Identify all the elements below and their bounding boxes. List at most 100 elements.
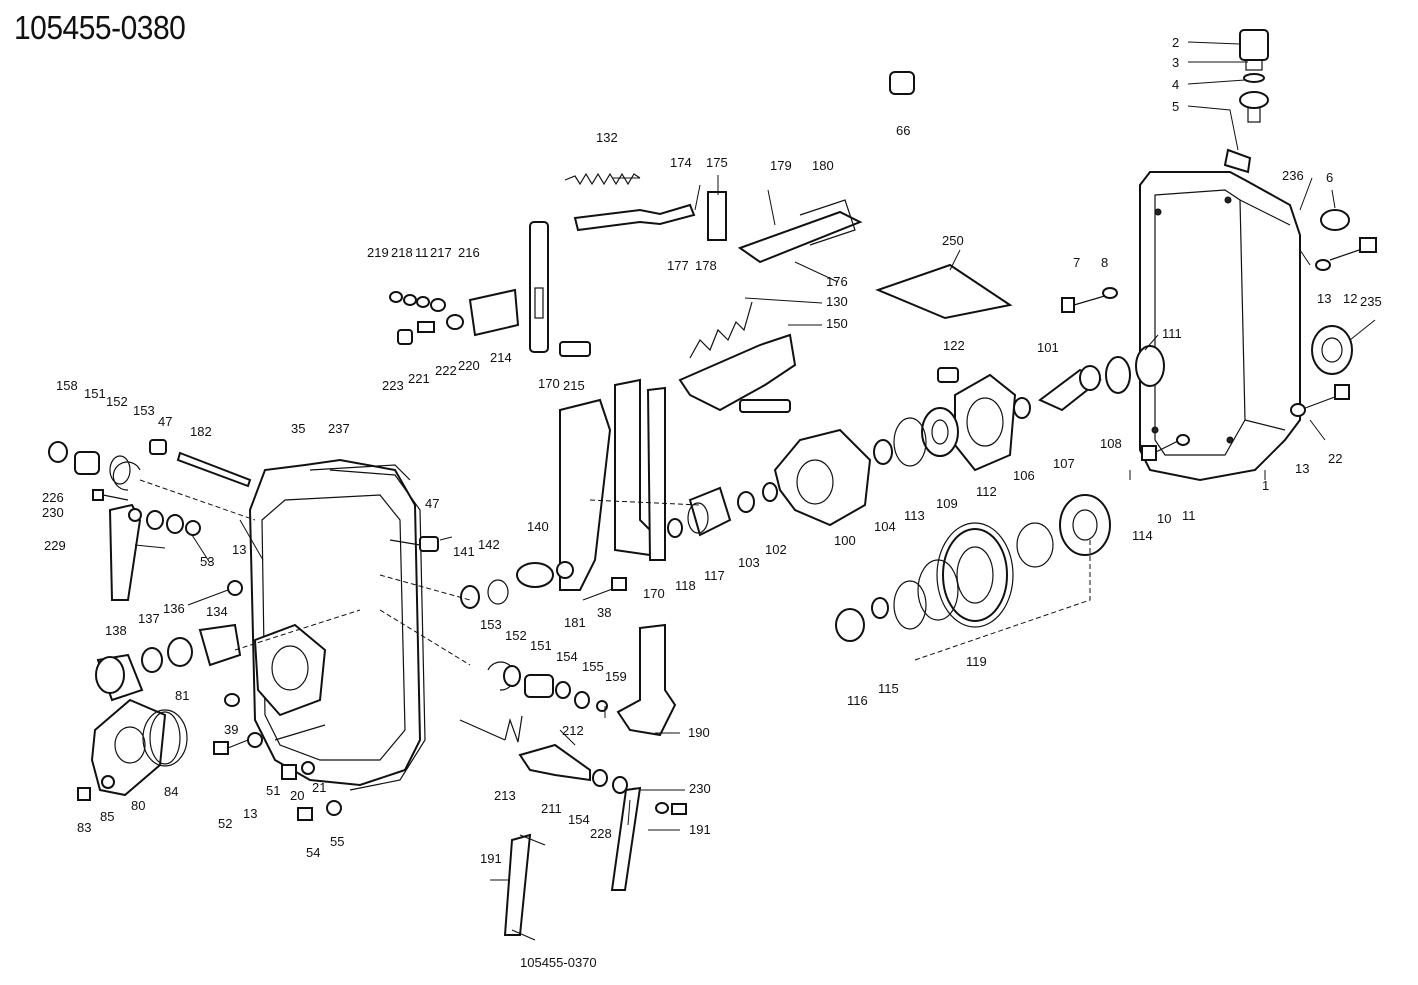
callout: 13 [1317,291,1331,306]
callout: 216 [458,245,480,260]
callout: 211 [541,801,562,816]
callout: 176 [826,274,848,289]
callout: 113 [904,508,925,523]
callout: 174 [670,155,692,170]
callout: 136 [163,601,185,616]
timer-parts-114 [1016,494,1111,568]
callout: 11 [415,245,429,260]
callout: 47 [158,414,172,429]
lever-229 [108,503,142,601]
screw-179-180 [737,199,863,264]
lever-190 [616,623,677,737]
callout: 13 [243,806,257,821]
callout: 151 [530,638,552,653]
callout: 7 [1073,255,1080,270]
callout: 151 [84,386,106,401]
callout: 8 [1101,255,1108,270]
block-214 [468,288,520,337]
bolt-122 [937,367,959,383]
callout: 84 [164,784,178,799]
callout: 66 [896,123,910,138]
callout: 137 [138,611,160,626]
arm-170-upper [529,221,549,353]
shaft-107 [1038,365,1102,412]
callout: 80 [131,798,145,813]
callout: 102 [765,542,787,557]
collar-103-102 [737,482,778,513]
lever-191-right [610,786,687,891]
plug-stack-151-159 [487,661,608,712]
callout: 170 [538,376,560,391]
callout: 3 [1172,55,1179,70]
callout: 130 [826,294,848,309]
callout: 178 [695,258,717,273]
callout: 230 [42,505,64,520]
timer-gear-119 [936,522,1014,628]
callout: 132 [596,130,618,145]
callout: 107 [1053,456,1075,471]
bolts-226-230 [92,489,201,536]
callout: 1 [1262,478,1269,493]
guide-line-governor [139,479,471,666]
bolt-10 [1141,434,1190,461]
washer-118 [667,518,683,538]
callout: 11 [1182,508,1196,523]
spring-140 [516,561,574,588]
callout: 13 [232,542,246,557]
callout: 229 [44,538,66,553]
callout: 236 [1282,168,1304,183]
cover-250 [875,263,1013,320]
callout: 5 [1172,99,1179,114]
spring-130 [689,301,753,359]
callout: 221 [408,371,430,386]
callout: 138 [105,623,127,638]
callout: 21 [312,780,326,795]
guide-line-timer [914,540,1091,661]
callout: 154 [568,812,590,827]
callout: 38 [597,605,611,620]
callout: 177 [667,258,689,273]
callout: 12 [1343,291,1357,306]
plug-66 [889,71,915,95]
callout: 83 [77,820,91,835]
callout: 223 [382,378,404,393]
washer-141-142 [460,579,509,609]
callout: 222 [435,363,457,378]
nut-116-115 [835,597,889,642]
callout: 212 [562,723,584,738]
callout: 115 [878,681,899,696]
callout: 111 [1162,326,1182,341]
callout: 228 [590,826,612,841]
shaft-211-213 [459,715,591,782]
callout: 22 [1328,451,1342,466]
callout: 217 [430,245,452,260]
bolts-83-85 [77,775,115,801]
spring-132 [564,172,641,186]
callout: 103 [738,555,760,570]
ring-113 [893,417,927,467]
ring-84 [142,709,188,767]
bolt-7-8 [1061,287,1118,313]
callout: 39 [224,722,238,737]
callout: 182 [190,424,212,439]
bearing-109 [921,407,959,457]
screw-47 [389,536,439,552]
callout: 250 [942,233,964,248]
governor-weights-100 [773,428,872,527]
washer-106 [1013,397,1031,419]
callout: 116 [847,693,868,708]
rod-182 [149,439,252,488]
callout: 100 [834,533,856,548]
callout: 52 [218,816,232,831]
callout: 153 [480,617,502,632]
callout: 226 [42,490,64,505]
washer-104 [873,439,893,465]
callout: 154 [556,649,578,664]
guide-line-shaft [589,499,701,506]
callout: 81 [175,688,189,703]
callout: 85 [100,809,114,824]
screw-53-136 [187,580,243,606]
callout: 220 [458,358,480,373]
callout: 152 [106,394,128,409]
